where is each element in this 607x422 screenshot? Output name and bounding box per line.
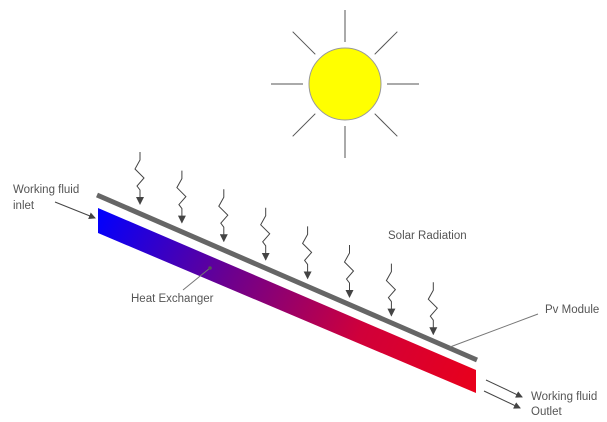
sun-disc [308,47,382,121]
outlet-arrow-1 [485,379,523,398]
inlet-arrow [54,201,96,220]
radiation-arrow [427,282,438,336]
pv-module [96,192,478,363]
radiation-arrow [218,189,229,243]
radiation-arrow [260,207,271,261]
radiation-arrow [385,263,397,317]
radiation-arrow [343,245,355,298]
pv-module-leader [449,313,539,348]
radiation-arrow [301,226,313,280]
sun-icon [271,10,419,158]
heat-exchanger-label: Heat Exchanger [131,293,214,305]
radiation-arrow [176,170,187,224]
leader-dot [208,266,212,270]
sun-ray [374,31,398,55]
solar-radiation-label: Solar Radiation [388,230,467,242]
sun-ray [292,31,316,55]
inlet-label-line2: inlet [13,200,35,212]
radiation-arrows [134,152,438,336]
sun-ray [374,113,398,137]
outlet-label-line2: Outlet [531,406,562,418]
sun-ray [292,113,316,137]
pv-module-label: Pv Module [545,304,600,316]
outlet-label-line1: Working fluid [531,391,598,403]
radiation-arrow [134,152,145,205]
heat-exchanger-leader [182,267,211,291]
outlet-arrow-2 [483,390,521,409]
heat-exchanger [98,208,476,393]
inlet-label-line1: Working fluid [13,184,80,196]
